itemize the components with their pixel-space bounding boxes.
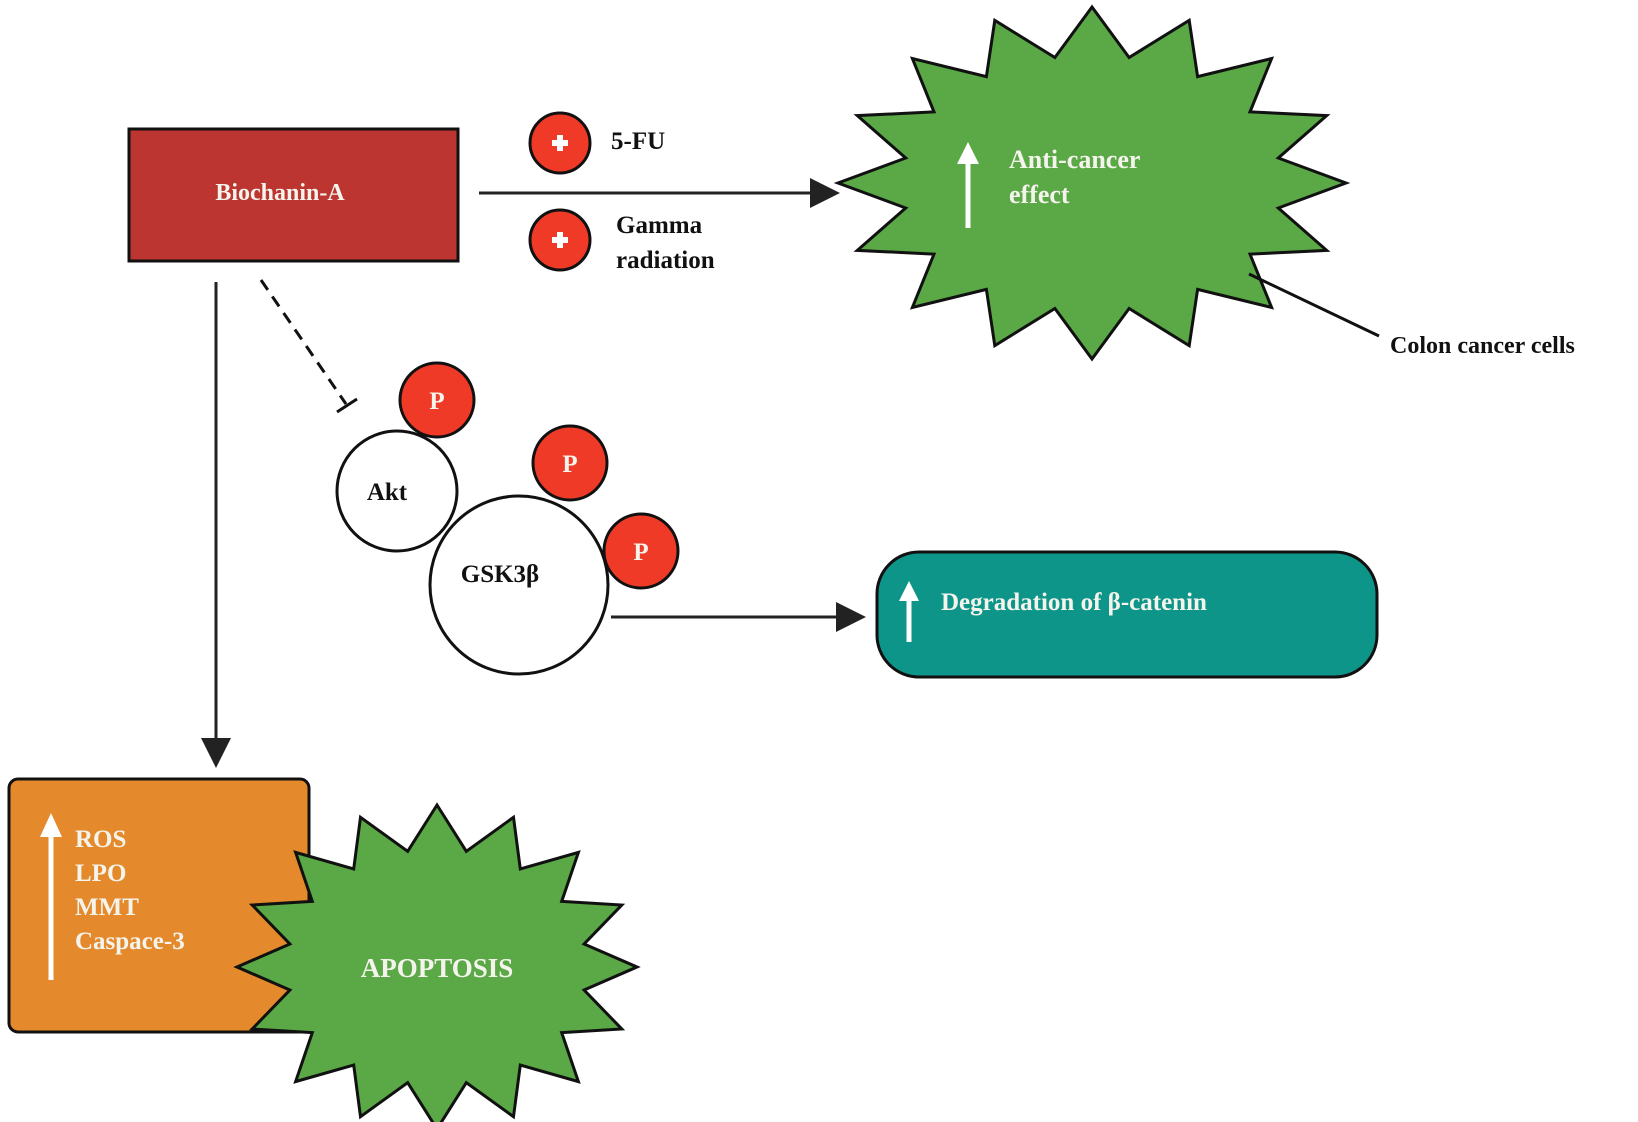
- marker-lpo: LPO: [75, 860, 126, 887]
- akt-circle: [335, 429, 459, 553]
- 5fu-label: 5-FU: [611, 128, 665, 155]
- co-treatment-gamma: Gamma radiation: [528, 208, 715, 274]
- phospho-label: P: [429, 388, 444, 415]
- anti-cancer-starburst: [833, 4, 1351, 362]
- colon-cells-pointer: [1248, 272, 1380, 338]
- inhibition-bar: [336, 397, 358, 414]
- beta-catenin-box: [875, 550, 1379, 679]
- gsk3b-circle: [428, 494, 610, 676]
- anti-cancer-node: Anti-cancer effect: [833, 4, 1351, 362]
- inhibition-dashed-line: [259, 279, 348, 405]
- akt-label: Akt: [367, 479, 408, 506]
- gsk3b-label: GSK3β: [461, 561, 539, 588]
- biochanin-a-box: [127, 127, 460, 263]
- apoptosis-node: APOPTOSIS: [233, 802, 641, 1122]
- beta-catenin-label: Degradation of β-catenin: [941, 589, 1207, 616]
- phospho-label: P: [562, 451, 577, 478]
- co-treatment-5fu: 5-FU: [528, 111, 665, 175]
- phospho-gsk3b-2: P: [602, 512, 680, 590]
- biochanin-a-label: Biochanin-A: [215, 180, 345, 206]
- phospho-akt: P: [398, 361, 476, 439]
- gamma-label-line1: Gamma: [616, 212, 703, 239]
- biochanin-a-node: Biochanin-A: [127, 127, 460, 263]
- phospho-gsk3b-1: P: [531, 424, 609, 502]
- marker-ros: ROS: [75, 826, 126, 853]
- anti-cancer-label-line1: Anti-cancer: [1009, 145, 1140, 174]
- gamma-label-line2: radiation: [616, 247, 715, 274]
- beta-catenin-node: Degradation of β-catenin: [875, 550, 1379, 679]
- akt-node: Akt: [335, 429, 459, 553]
- phospho-label: P: [633, 539, 648, 566]
- gsk3b-node: GSK3β: [428, 494, 610, 676]
- markers-node: ROS LPO MMT Caspace-3: [7, 777, 311, 1034]
- marker-caspase-3: Caspace-3: [75, 928, 185, 955]
- colon-cells-label: Colon cancer cells: [1390, 333, 1575, 359]
- marker-mmt: MMT: [75, 894, 139, 921]
- apoptosis-label: APOPTOSIS: [361, 953, 514, 983]
- apoptosis-starburst: [233, 802, 641, 1122]
- anti-cancer-label-line2: effect: [1009, 180, 1070, 209]
